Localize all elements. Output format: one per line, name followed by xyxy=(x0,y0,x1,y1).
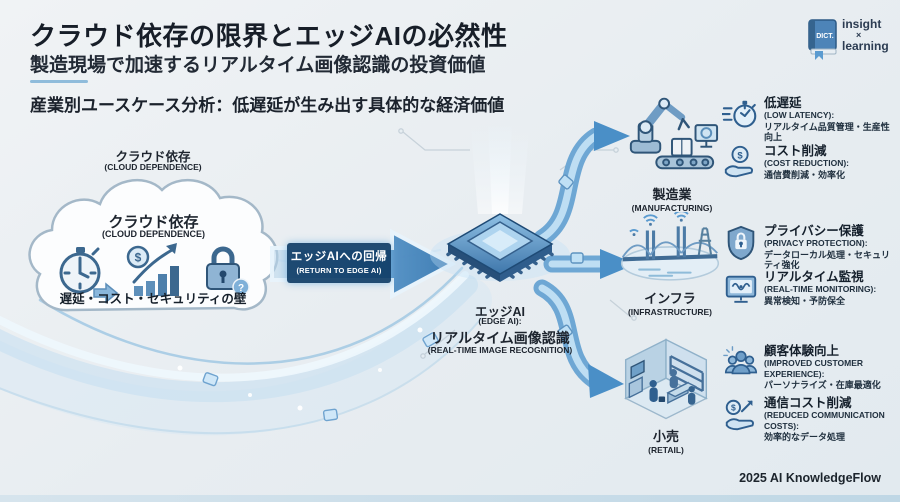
logo-line2: learning xyxy=(842,39,889,53)
benefit-title-en: (COST REDUCTION): xyxy=(764,158,849,168)
benefit-title-en: (LOW LATENCY): xyxy=(764,110,835,120)
hand-coin-icon: $ xyxy=(724,145,754,178)
logo-multiply-glyph: × xyxy=(856,30,862,40)
benefit-desc: データローカル処理・セキュリティ強化 xyxy=(764,249,891,271)
logo-line1: insight xyxy=(842,17,882,31)
industry-label-en: (INFRASTRUCTURE) xyxy=(627,307,713,317)
monitor-wave-icon xyxy=(725,275,757,303)
cloud-inner-label-en: (CLOUD DEPENDENCE) xyxy=(101,229,205,239)
benefit-desc: 効率的なデータ処理 xyxy=(764,432,846,442)
industry-infrastructure: インフラ (INFRASTRUCTURE) xyxy=(612,212,728,317)
benefit-realtime-monitoring: リアルタイム監視 (REAL-TIME MONITORING): 異常検知・予防… xyxy=(722,270,898,308)
benefit-title-en: (PRIVACY PROTECTION): xyxy=(764,238,868,248)
arrowhead-retail xyxy=(588,364,624,398)
industry-retail: 小売 (RETAIL) xyxy=(610,336,722,455)
shield-lock-icon xyxy=(727,225,755,261)
question-glyph: ? xyxy=(238,283,244,294)
dollar-glyph: $ xyxy=(731,403,736,413)
stopwatch-icon xyxy=(59,247,119,304)
footer-strip xyxy=(0,495,900,502)
arrowhead-manufacturing xyxy=(594,121,630,151)
benefit-title: 顧客体験向上 xyxy=(764,344,840,358)
benefit-title: プライバシー保護 xyxy=(764,224,864,238)
benefit-title: 通信コスト削減 xyxy=(764,396,852,410)
benefit-title-en: (REAL-TIME MONITORING): xyxy=(764,284,877,294)
edge-ai-label: エッジAI xyxy=(474,305,525,319)
benefit-cost-reduction: $ コスト削減 (COST REDUCTION): 通信費削減・効率化 xyxy=(722,144,898,182)
dollar-glyph: $ xyxy=(135,251,142,265)
edge-ai-label-en: (EDGE AI): xyxy=(478,316,522,326)
industry-label-en: (RETAIL) xyxy=(648,445,684,455)
benefit-title-en: (IMPROVED CUSTOMER EXPERIENCE): xyxy=(764,358,864,379)
return-to-edge-label-en: (RETURN TO EDGE AI) xyxy=(296,266,382,275)
stopwatch-speed-icon xyxy=(722,100,757,128)
page-subtitle: 製造現場で加速するリアルタイム画像認識の投資価値 xyxy=(30,55,486,76)
benefit-title: コスト削減 xyxy=(764,144,827,158)
benefit-title: 低遅延 xyxy=(764,96,802,110)
bridge-infrastructure-icon xyxy=(620,212,720,281)
industry-manufacturing: 製造業 (MANUFACTURING) xyxy=(614,84,730,213)
benefit-privacy-protection: プライバシー保護 (PRIVACY PROTECTION): データローカル処理… xyxy=(722,224,898,271)
benefit-desc: リアルタイム品質管理・生産性向上 xyxy=(764,121,890,143)
edge-ai-chip-icon xyxy=(446,213,554,282)
dictionary-book-icon: DICT. xyxy=(808,19,837,60)
page-title: クラウド依存の限界とエッジAIの必然性 xyxy=(30,21,508,51)
security-lock-icon: ? xyxy=(206,246,250,296)
industry-label: 製造業 xyxy=(652,187,692,202)
cloud-shape: $ ? xyxy=(28,178,279,312)
wifi-signal-icon xyxy=(629,212,689,237)
return-to-edge-label: エッジAIへの回帰 xyxy=(290,251,388,263)
benefit-low-latency: 低遅延 (LOW LATENCY): リアルタイム品質管理・生産性向上 xyxy=(722,96,898,143)
dollar-glyph: $ xyxy=(737,150,743,161)
industry-label: インフラ xyxy=(644,291,696,306)
benefit-desc: パーソナライズ・在庫最適化 xyxy=(764,380,881,390)
cloud-caption: 遅延・コスト・セキュリティの壁 xyxy=(59,292,247,306)
customer-group-icon xyxy=(723,346,758,375)
industry-label: 小売 xyxy=(652,429,679,444)
shopper-figures xyxy=(649,369,696,405)
brand-logo: insight × learning xyxy=(842,18,898,52)
cloud-inner-label: クラウド依存 xyxy=(108,214,199,231)
realtime-recognition-label-en: (REAL-TIME IMAGE RECOGNITION) xyxy=(427,345,573,355)
coin-growth-hand-icon: $ xyxy=(725,399,754,431)
benefit-desc: 通信費削減・効率化 xyxy=(764,169,846,180)
data-packet-icon xyxy=(557,174,584,340)
benefit-desc: 異常検知・予防保全 xyxy=(764,295,846,306)
return-to-edge-band: エッジAIへの回帰 (RETURN TO EDGE AI) xyxy=(287,243,391,283)
arrowhead-infrastructure xyxy=(600,249,636,279)
retail-store-icon xyxy=(624,338,708,420)
industry-label-en: (MANUFACTURING) xyxy=(631,203,713,213)
cloud-dependence-title-en: (CLOUD DEPENDENCE) xyxy=(104,162,202,172)
title-underline xyxy=(30,80,88,83)
flow-pipes xyxy=(533,121,636,398)
rising-cost-chart-icon: $ xyxy=(126,243,179,296)
footer-credit: 2025 AI KnowledgeFlow xyxy=(739,471,881,485)
benefit-title-en: (REDUCED COMMUNICATION COSTS): xyxy=(764,410,885,431)
benefit-communication-cost: $ 通信コスト削減 (REDUCED COMMUNICATION COSTS):… xyxy=(722,396,898,443)
benefit-title: リアルタイム監視 xyxy=(764,270,864,284)
benefit-customer-experience: 顧客体験向上 (IMPROVED CUSTOMER EXPERIENCE): パ… xyxy=(722,344,898,391)
realtime-recognition-label: リアルタイム画像認識 xyxy=(430,330,570,346)
section-title: 産業別ユースケース分析：低遅延が生み出す具体的な経済価値 xyxy=(30,96,505,115)
robot-arm-icon xyxy=(629,97,719,170)
cloud-dependence-title: クラウド依存 xyxy=(115,150,191,164)
book-label: DICT. xyxy=(816,33,834,40)
